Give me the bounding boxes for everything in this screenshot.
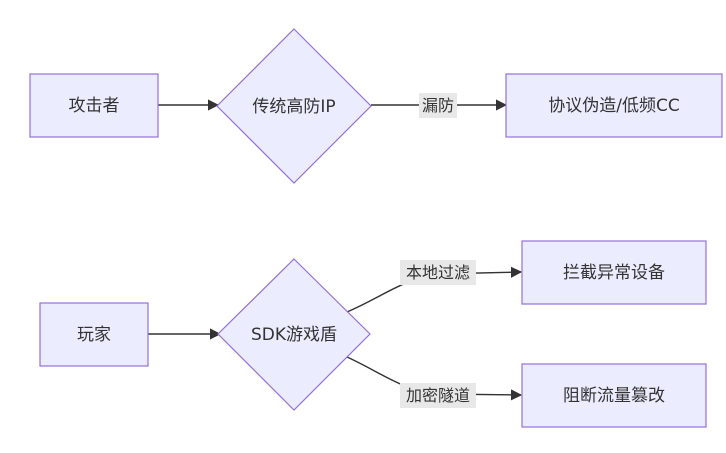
node-block-device-label: 拦截异常设备 — [563, 263, 665, 283]
node-block-device: 拦截异常设备 — [521, 240, 707, 305]
node-protocol-forgery: 协议伪造/低频CC — [505, 73, 723, 138]
node-attacker-label: 攻击者 — [69, 96, 120, 116]
edge-label-encrypted-tunnel: 加密隧道 — [400, 383, 476, 408]
edge-label-local-filter: 本地过滤 — [400, 260, 476, 285]
edge-label-encrypted-tunnel-text: 加密隧道 — [406, 386, 470, 405]
node-attacker: 攻击者 — [29, 73, 159, 138]
edge-label-leak-text: 漏防 — [422, 96, 454, 115]
node-traditional-ip: 传统高防IP — [216, 28, 372, 184]
node-block-tamper-label: 阻断流量篡改 — [563, 385, 665, 406]
node-traditional-ip-label: 传统高防IP — [252, 97, 335, 117]
node-sdk-shield-label: SDK游戏盾 — [251, 325, 337, 345]
edge-label-leak: 漏防 — [419, 93, 457, 118]
node-block-tamper: 阻断流量篡改 — [521, 363, 707, 428]
edge-label-local-filter-text: 本地过滤 — [406, 263, 470, 282]
node-protocol-forgery-label: 协议伪造/低频CC — [548, 96, 679, 116]
node-player-label: 玩家 — [77, 325, 111, 345]
node-player: 玩家 — [39, 302, 149, 367]
node-sdk-shield: SDK游戏盾 — [217, 258, 371, 411]
